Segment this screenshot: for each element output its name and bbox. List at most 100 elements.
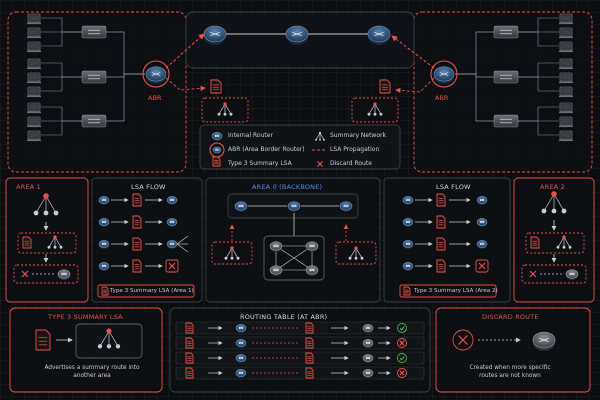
- routing-row-lsa: [305, 352, 314, 364]
- pc-display: [561, 43, 571, 49]
- legend-discard-route: Discard Route: [330, 160, 372, 167]
- router-arrow: [101, 220, 107, 224]
- lsa-flow-left-title: LSA FLOW: [131, 183, 166, 191]
- area1-network-tree: [33, 193, 59, 216]
- legend-summary-icon: [315, 131, 325, 141]
- pc-keyboard: [559, 125, 573, 128]
- tree-node: [47, 245, 51, 249]
- x-stroke: [458, 335, 468, 345]
- backbone-router-1: [203, 25, 227, 45]
- router-arrow: [309, 244, 315, 248]
- switch-body: [493, 114, 519, 128]
- x-ring: [397, 338, 407, 348]
- router-arrow: [273, 268, 279, 272]
- summary-lsa-doc-right: [379, 79, 391, 94]
- area2-discard-icon: [529, 270, 537, 278]
- router-arrow: [405, 220, 411, 224]
- x-stroke: [317, 161, 323, 167]
- tree-node: [59, 245, 63, 249]
- router-arrow: [273, 244, 279, 248]
- pc-link: [41, 120, 82, 136]
- pc-display: [561, 118, 571, 124]
- abr-right: [430, 60, 458, 88]
- lsa-propagation-line: [391, 35, 435, 69]
- lsa-flow-left-router: [98, 240, 110, 249]
- lsa-flow-left-router-dest: [166, 240, 178, 249]
- discard-route-router: [532, 331, 556, 351]
- router-arrow: [405, 198, 411, 202]
- area0-mesh-router: [305, 265, 319, 276]
- pc-display: [561, 132, 571, 138]
- lsa-flow-right-router: [402, 218, 414, 227]
- pc-keyboard: [559, 50, 573, 53]
- pc-keyboard: [27, 95, 41, 98]
- routing-row-lsa: [185, 337, 194, 349]
- tree-node: [230, 246, 234, 250]
- legend-type3: Type 3 Summary LSA: [228, 160, 292, 167]
- area1-pc: [27, 86, 41, 98]
- check-mark: [399, 356, 405, 361]
- router-arrow: [101, 242, 107, 246]
- lsa-flow-left-router: [98, 196, 110, 205]
- lsa-flow-left-doc: [132, 215, 142, 229]
- tree-branch: [48, 236, 56, 248]
- tree-node: [223, 102, 227, 106]
- router-arrow: [343, 204, 349, 208]
- router-arrow: [151, 72, 161, 76]
- switch-link: [106, 73, 145, 122]
- discard-panel: [435, 307, 591, 393]
- x-stroke: [399, 340, 405, 346]
- tree-branch: [553, 193, 565, 212]
- doc-outline: [305, 352, 314, 364]
- abr-left: [142, 60, 170, 88]
- switch-body: [81, 25, 107, 39]
- routing-row: [175, 351, 425, 365]
- switch-body: [81, 114, 107, 128]
- router-arrow: [365, 326, 371, 330]
- lsa-flow-left-discard-box: [165, 259, 179, 273]
- area1-lsa-doc: [22, 236, 32, 249]
- summary-network-left: [217, 102, 233, 116]
- pc-keyboard: [559, 36, 573, 39]
- doc-outline: [132, 193, 142, 207]
- pc-keyboard: [27, 111, 41, 114]
- pc-display: [29, 43, 39, 49]
- tree-node: [367, 112, 371, 116]
- router-arrow: [210, 32, 220, 36]
- abr-ring: [142, 60, 170, 88]
- router-arrow: [101, 264, 107, 268]
- tree-node: [229, 112, 233, 116]
- tree-node: [373, 112, 377, 116]
- routing-row-lsa: [185, 322, 194, 334]
- router-arrow: [309, 268, 315, 272]
- pc-display: [561, 104, 571, 110]
- pc-keyboard: [559, 81, 573, 84]
- type3-caption: Advertises a summary route into another …: [44, 365, 140, 379]
- router-arrow: [214, 134, 220, 138]
- lsa-flow-right-discard: [478, 262, 486, 270]
- router-arrow: [238, 326, 244, 330]
- area1-pc: [27, 41, 41, 53]
- tree-node: [556, 245, 560, 249]
- tree-node: [318, 131, 322, 135]
- router-arrow: [365, 371, 371, 375]
- router-arrow: [292, 32, 302, 36]
- tree-branch: [176, 243, 189, 253]
- doc-outline: [436, 259, 446, 273]
- tree-node: [323, 138, 325, 141]
- tree-node: [236, 256, 240, 260]
- switch-link: [455, 73, 494, 122]
- discard-caption: Created when more specific routes are no…: [469, 365, 551, 379]
- area2-switch-3: [493, 114, 519, 128]
- lsa-flow-right-doc: [436, 259, 446, 273]
- lsa-flow-right-router: [402, 262, 414, 271]
- area2-discard-router: [565, 269, 579, 280]
- lsa-flow-left-doc: [132, 193, 142, 207]
- area1-pc: [27, 116, 41, 128]
- tree-node: [217, 112, 221, 116]
- doc-outline: [305, 322, 314, 334]
- lsa-flow-left-router-dest: [166, 218, 178, 227]
- tree-branch: [99, 330, 110, 347]
- area1-switch-3: [81, 114, 107, 128]
- x-ring: [397, 368, 407, 378]
